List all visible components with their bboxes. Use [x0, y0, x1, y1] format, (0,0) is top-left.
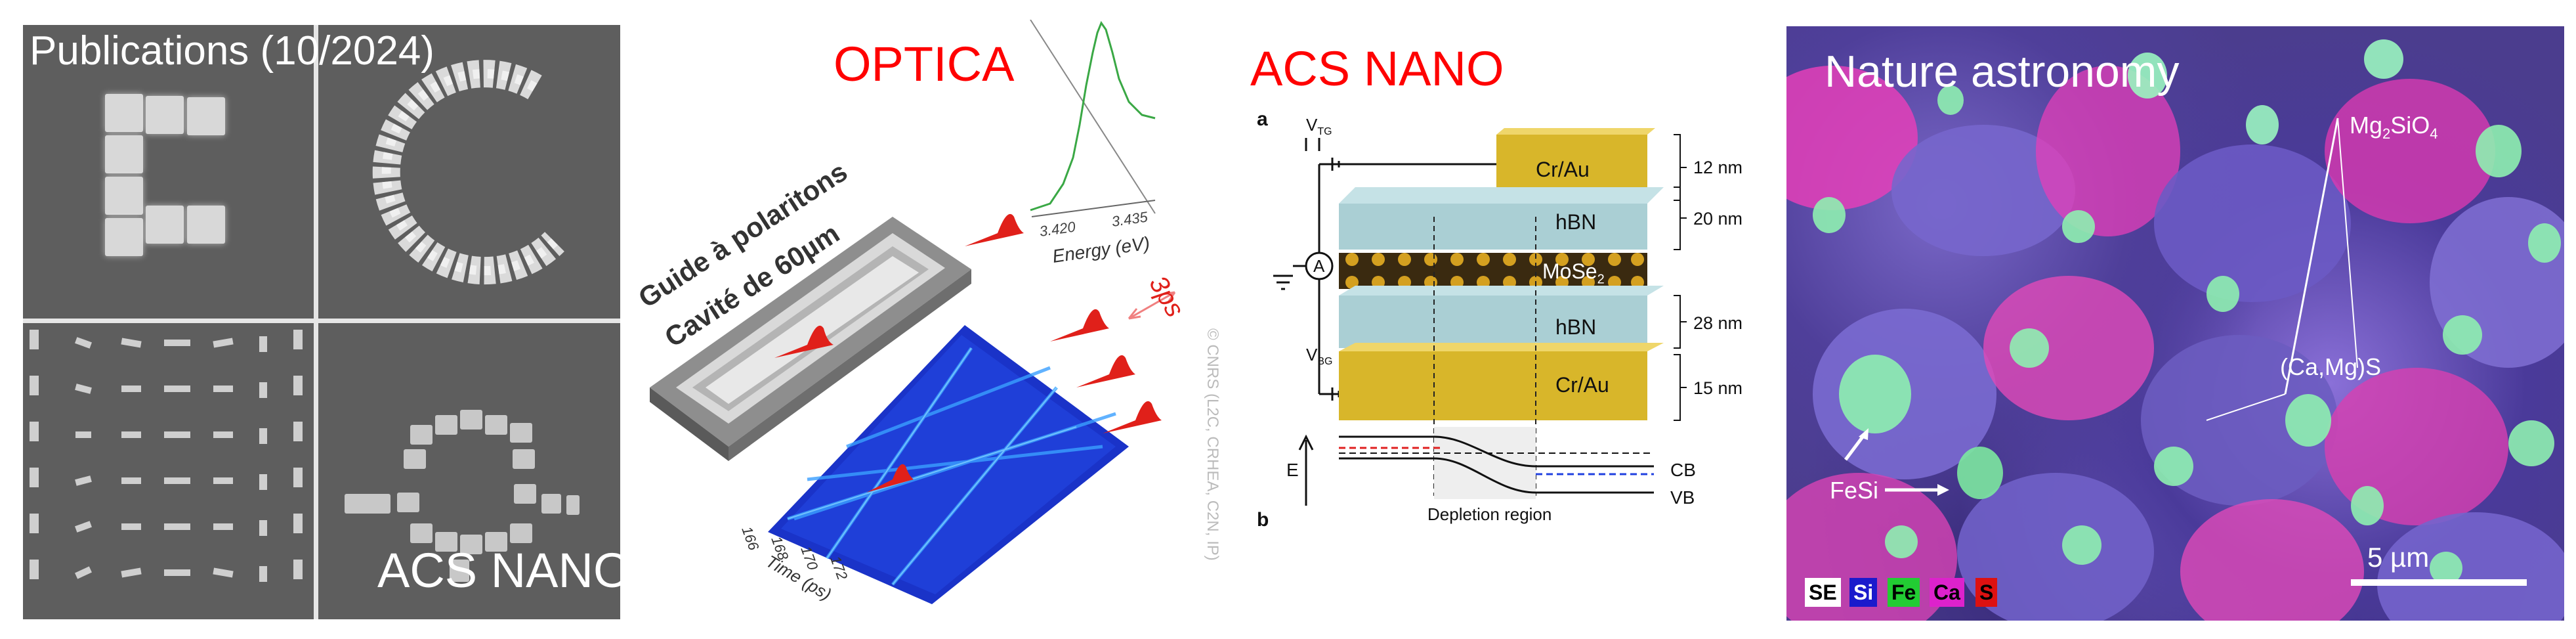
thickness-top-gate: 12 nm — [1693, 158, 1743, 177]
thickness-bottom-gate: 15 nm — [1693, 378, 1743, 398]
bottom-hbn-layer — [1339, 296, 1647, 348]
layer-label-top-gate: Cr/Au — [1536, 158, 1590, 181]
journal-label-acs-nano-2: ACS NANO — [1250, 41, 1504, 96]
thickness-bottom-hbn: 28 nm — [1693, 313, 1743, 333]
sem-image-top-left — [23, 25, 314, 319]
layer-label-bottom-hbn: hBN — [1555, 315, 1597, 339]
layer-label-mose2: MoSe2 — [1542, 259, 1605, 287]
energy-spectrum-inset — [1030, 20, 1156, 217]
ammeter-label: A — [1313, 256, 1325, 276]
journal-label-nature-astronomy: Nature astronomy — [1825, 47, 2180, 97]
band-vb — [1339, 457, 1654, 494]
mineral-label-camgs: (Ca,Mg)S — [2280, 353, 2382, 380]
energy-axis-arrow — [1298, 434, 1314, 506]
time-tick-1: 166 — [738, 524, 762, 553]
depletion-label: Depletion region — [1427, 504, 1552, 524]
sem-mosaic-panel: Publications (10/2024) ACS NANO — [23, 25, 631, 619]
energy-tick-1: 3.420 — [1038, 218, 1077, 240]
delay-label: 3ps — [1143, 271, 1189, 322]
band-cb — [1339, 435, 1654, 468]
legend-si: Si — [1849, 578, 1878, 607]
sem-ring-of-particles — [372, 60, 564, 285]
mineral-label-mg2sio4: Mg2SiO4 — [2350, 112, 2438, 143]
vb-label: VB — [1670, 487, 1695, 508]
optica-figure: 3.420 3.435 Energy (eV) Guide à polarito… — [633, 20, 1221, 604]
cb-label: CB — [1670, 460, 1696, 480]
nature-astronomy-panel: Nature astronomy Mg2SiO4 (Ca,Mg)S FeSi 5… — [1786, 26, 2564, 621]
top-hbn-layer — [1339, 204, 1647, 250]
energy-axis-label: E — [1286, 460, 1299, 480]
mosaic-divider-horizontal — [23, 319, 620, 323]
heterostructure-schematic — [1273, 128, 1687, 506]
legend-fe: Fe — [1888, 578, 1920, 607]
journal-label-optica: OPTICA — [834, 37, 1015, 91]
bottom-gate-layer — [1339, 351, 1647, 420]
legend-s: S — [1975, 578, 1998, 607]
ammeter-icon — [1305, 252, 1334, 280]
legend-ca: Ca — [1930, 578, 1964, 607]
pulse-incoming — [965, 213, 1024, 246]
journal-label-acs-nano-1: ACS NANO — [377, 543, 631, 598]
sem-array-grid — [30, 330, 303, 582]
annotation-lines — [1844, 118, 2358, 496]
sem-image-bottom-left — [23, 323, 314, 619]
vtg-label: VTG — [1306, 115, 1332, 138]
pulse-on-waveguide — [774, 325, 834, 358]
waveguide-device — [650, 217, 971, 461]
scale-bar — [2351, 579, 2527, 586]
publications-title: Publications (10/2024) — [30, 28, 434, 74]
sem-image-bottom-right — [318, 323, 620, 619]
output-pulse-3 — [1103, 401, 1162, 433]
output-pulse-2 — [1076, 355, 1135, 387]
panel-letter-a: a — [1257, 108, 1268, 130]
time-resolved-map — [768, 325, 1129, 604]
thickness-top-hbn: 20 nm — [1693, 209, 1743, 229]
copyright-credit: © CNRS (L2C, CRHEA, C2N, IP) — [1204, 328, 1221, 561]
time-axis-label: Time (ps) — [763, 551, 835, 604]
legend-se: SE — [1805, 578, 1841, 607]
scale-bar-label: 5 µm — [2367, 542, 2430, 573]
sem-image-top-right — [318, 25, 620, 319]
energy-axis-label: Energy (eV) — [1051, 232, 1151, 266]
panel-letter-b: b — [1257, 509, 1269, 531]
energy-tick-2: 3.435 — [1110, 208, 1149, 230]
pulse-in-map — [866, 464, 914, 493]
layer-label-bottom-gate: Cr/Au — [1555, 373, 1609, 397]
delay-arrow — [1128, 291, 1175, 320]
layer-label-top-hbn: hBN — [1555, 210, 1597, 234]
mose2-layer — [1339, 253, 1647, 289]
output-pulse-1 — [1050, 309, 1109, 342]
vbg-label: VBG — [1306, 345, 1333, 368]
mineral-label-fesi: FeSi — [1830, 477, 1879, 504]
